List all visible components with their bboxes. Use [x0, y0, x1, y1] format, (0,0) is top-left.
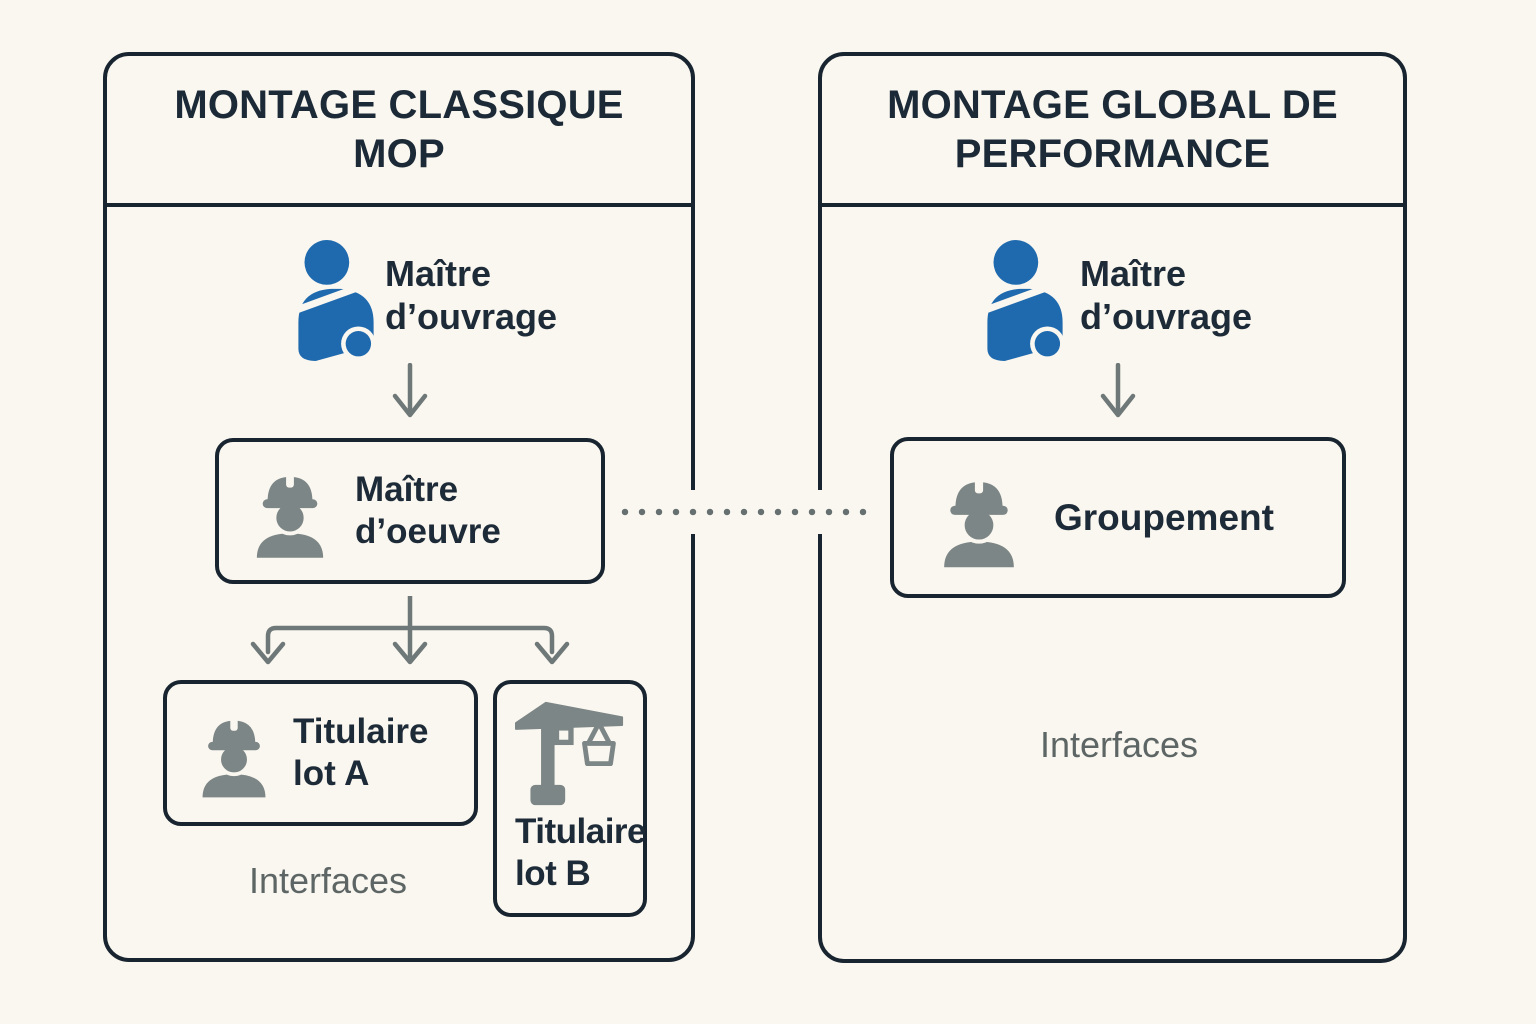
lot-b-label-line2: lot B [515, 854, 591, 893]
lot-a-label-line1: Titulaire [293, 712, 429, 751]
owner-label-line2: d’ouvrage [1080, 296, 1253, 337]
owner-label-line1: Maître [385, 253, 492, 294]
worker-icon [200, 715, 268, 799]
moe-label-line1: Maître [355, 470, 459, 509]
down-arrow-icon [1100, 363, 1136, 421]
owner-label: Maître d’ouvrage [385, 252, 557, 338]
worker-icon [938, 468, 1020, 568]
moe-label: Maître d’oeuvre [355, 469, 501, 553]
interfaces-label: Interfaces [1039, 724, 1199, 765]
owner-label: Maître d’ouvrage [1080, 252, 1252, 338]
panel-title-global: MONTAGE GLOBAL DE PERFORMANCE [887, 81, 1338, 179]
title-line: MONTAGE GLOBAL DE [887, 82, 1338, 127]
lot-b-label-line1: Titulaire [515, 812, 647, 851]
groupement-label: Groupement [1054, 496, 1274, 538]
branch-arrows [250, 596, 570, 665]
owner-label-line1: Maître [1080, 253, 1187, 294]
worker-icon [254, 472, 326, 559]
panel-montage-classique: MONTAGE CLASSIQUE MOP Maître d’ouvrage M… [103, 52, 695, 962]
title-line: PERFORMANCE [954, 131, 1271, 176]
title-line: MONTAGE CLASSIQUE [174, 82, 624, 127]
crane-icon [511, 698, 629, 808]
panel-title-classique: MONTAGE CLASSIQUE MOP [174, 81, 623, 179]
panel-header-classique: MONTAGE CLASSIQUE MOP [107, 56, 691, 207]
moe-box: Maître d’oeuvre [215, 438, 605, 584]
interfaces-label: Interfaces [248, 860, 408, 901]
lot-a-box: Titulaire lot A [163, 680, 478, 826]
dotted-link [620, 507, 876, 517]
moe-label-line2: d’oeuvre [355, 512, 501, 551]
lot-a-label: Titulaire lot A [293, 711, 429, 795]
project-owner-icon [983, 240, 1067, 361]
panel-header-global: MONTAGE GLOBAL DE PERFORMANCE [822, 56, 1403, 207]
project-owner-icon [294, 240, 378, 361]
groupement-box: Groupement [890, 437, 1346, 598]
lot-b-box: Titulaire lot B [493, 680, 647, 917]
panel-montage-global: MONTAGE GLOBAL DE PERFORMANCE Maître d’o… [818, 52, 1407, 963]
down-arrow-icon [392, 363, 428, 421]
title-line: MOP [353, 131, 445, 176]
owner-label-line2: d’ouvrage [385, 296, 558, 337]
lot-a-label-line2: lot A [293, 754, 370, 793]
lot-b-label: Titulaire lot B [515, 811, 647, 895]
